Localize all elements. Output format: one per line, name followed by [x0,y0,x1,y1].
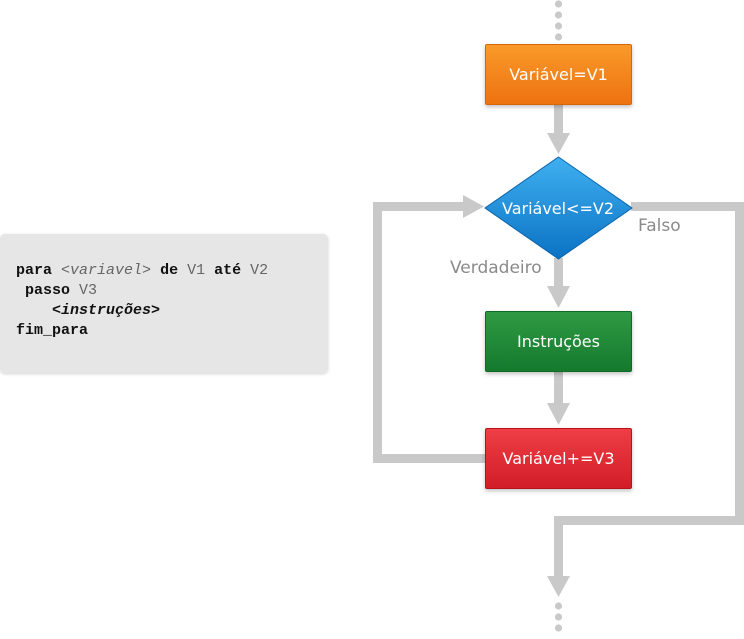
false-branch-label: Falso [638,216,681,236]
code-panel: para <variavel> de V1 até V2 passo V3 <i… [0,234,328,373]
placeholder-variavel: <variavel> [61,262,152,279]
code-line-3: <instruções> [16,301,328,321]
condition-node: Variável<=V2 [485,190,631,226]
keyword-para: para [16,262,53,279]
increment-node: Variável+=V3 [485,428,632,489]
init-node: Variável=V1 [485,44,632,105]
bottom-continuation-dots [554,602,563,632]
keyword-fim-para: fim_para [16,322,89,339]
code-line-1: para <variavel> de V1 até V2 [16,261,328,281]
connectors [373,0,744,632]
value-v3: V3 [79,282,98,299]
arrow-init-to-condition [547,105,570,154]
value-v1: V1 [187,262,206,279]
code-line-2: passo V3 [16,281,328,301]
keyword-de: de [160,262,179,279]
arrow-body-to-increment [547,372,570,425]
condition-label: Variável<=V2 [501,198,615,218]
increment-label: Variável+=V3 [502,449,615,468]
placeholder-instrucoes: <instruções> [52,302,161,319]
code-line-4: fim_para [16,321,328,341]
false-exit-arrow [547,202,744,597]
keyword-passo: passo [25,282,71,299]
loop-back-arrow [373,195,485,463]
condition-diamond [484,156,633,260]
body-label: Instruções [517,332,600,351]
true-branch-label: Verdadeiro [450,258,542,278]
top-continuation-dots [554,0,563,41]
value-v2: V2 [250,262,269,279]
init-label: Variável=V1 [509,65,608,84]
body-node: Instruções [485,311,632,372]
arrow-condition-to-body [547,258,570,308]
keyword-ate: até [214,262,242,279]
